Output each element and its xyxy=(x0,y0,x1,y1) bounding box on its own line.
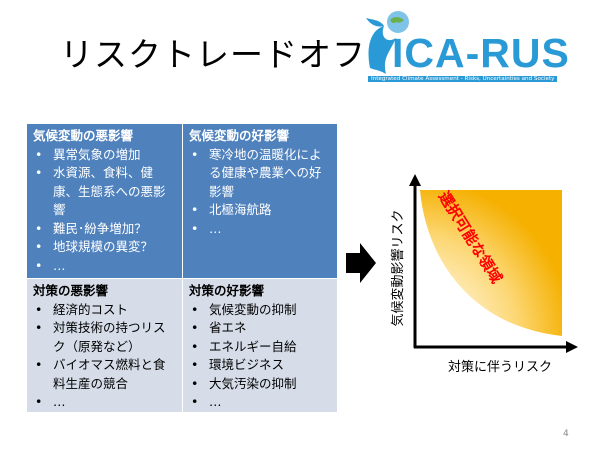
cell-climate-negative: 気候変動の悪影響 異常気象の増加 水資源、食料、健康、生態系への悪影響 難民･紛… xyxy=(27,124,182,278)
list-item: 環境ビジネス xyxy=(189,356,331,375)
list-item: 難民･紛争増加？ xyxy=(33,220,176,239)
tradeoff-chart: 気候変動影響リスク 対策に伴うリスク 選択可能な領域 xyxy=(390,174,578,375)
list-item: 寒冷地の温暖化による健康や農業への好影響 xyxy=(189,146,331,202)
cell-climate-positive: 気候変動の好影響 寒冷地の温暖化による健康や農業への好影響 北極海航路 … xyxy=(183,124,337,278)
list-item: … xyxy=(33,257,176,276)
list-item: 異常気象の増加 xyxy=(33,146,176,165)
list-item: 対策技術の持つリスク（原発など） xyxy=(33,319,176,356)
cell-list: 経済的コスト 対策技術の持つリスク（原発など） バイオマス燃料と食料生産の競合 … xyxy=(33,301,176,412)
list-item: 大気汚染の抑制 xyxy=(189,375,331,394)
cell-list: 異常気象の増加 水資源、食料、健康、生態系への悪影響 難民･紛争増加？ 地球規模… xyxy=(33,146,176,276)
logo-text: ICA-RUS xyxy=(392,30,570,76)
y-axis-label: 気候変動影響リスク xyxy=(390,209,406,326)
cell-measure-positive: 対策の好影響 気候変動の抑制 省エネ エネルギー自給 環境ビジネス 大気汚染の抑… xyxy=(183,279,337,412)
list-item: エネルギー自給 xyxy=(189,338,331,357)
list-item: 地球規模の異変？ xyxy=(33,238,176,257)
slide-title: リスクトレードオフ xyxy=(60,35,366,74)
list-item: 水資源、食料、健康、生態系への悪影響 xyxy=(33,164,176,220)
list-item: 気候変動の抑制 xyxy=(189,301,331,320)
list-item: … xyxy=(189,220,331,239)
y-axis-arrowhead xyxy=(409,174,421,186)
impact-matrix: 気候変動の悪影響 異常気象の増加 水資源、食料、健康、生態系への悪影響 難民･紛… xyxy=(27,124,337,412)
cell-list: 寒冷地の温暖化による健康や農業への好影響 北極海航路 … xyxy=(189,146,331,239)
feasible-region xyxy=(420,190,562,336)
right-arrow-icon xyxy=(346,243,376,283)
cell-heading: 対策の悪影響 xyxy=(33,283,109,298)
list-item: バイオマス燃料と食料生産の競合 xyxy=(33,356,176,393)
logo-subtitle: Integrated Climate Assessment - Risks, U… xyxy=(368,76,558,82)
ica-rus-logo: ICA-RUS Integrated Climate Assessment - … xyxy=(362,8,590,90)
cell-measure-negative: 対策の悪影響 経済的コスト 対策技術の持つリスク（原発など） バイオマス燃料と食… xyxy=(27,279,182,412)
list-item: 北極海航路 xyxy=(189,201,331,220)
cell-heading: 対策の好影響 xyxy=(189,283,265,298)
cell-heading: 気候変動の悪影響 xyxy=(33,128,134,143)
cell-heading: 気候変動の好影響 xyxy=(189,128,290,143)
x-axis-label: 対策に伴うリスク xyxy=(448,359,552,375)
x-axis-arrowhead xyxy=(566,341,578,353)
list-item: … xyxy=(33,393,176,412)
cell-list: 気候変動の抑制 省エネ エネルギー自給 環境ビジネス 大気汚染の抑制 … xyxy=(189,301,331,412)
list-item: 省エネ xyxy=(189,319,331,338)
page-number: 4 xyxy=(563,429,569,439)
bird-globe-icon xyxy=(366,11,409,74)
list-item: 経済的コスト xyxy=(33,301,176,320)
list-item: … xyxy=(189,393,331,412)
